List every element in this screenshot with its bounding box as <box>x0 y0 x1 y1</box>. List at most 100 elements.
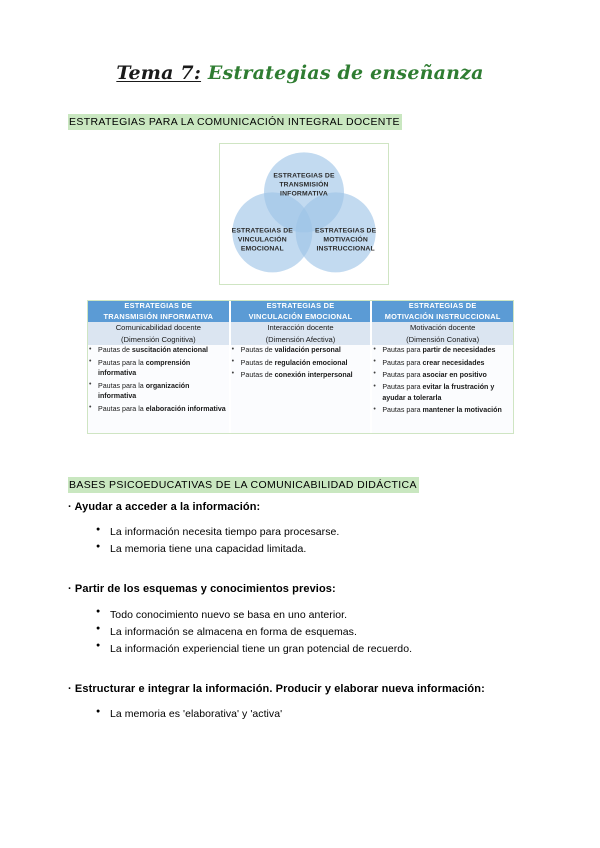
item-emphasis: comprensión informativa <box>98 358 191 378</box>
section-heading-2-wrap: BASES PSICOEDUCATIVAS DE LA COMUNICABILI… <box>68 475 419 494</box>
table-list-item: Pautas de suscitación atencional <box>89 345 229 356</box>
table-header-col-3-line1: ESTRATEGIAS DE <box>408 301 477 310</box>
table-subheader-col-1-line1: Comunicabilidad docente <box>115 323 201 333</box>
table-body-row: Pautas de suscitación atencionalPautas p… <box>88 345 513 434</box>
item-emphasis: evitar la frustración y ayudar a tolerar… <box>382 383 495 402</box>
item-emphasis: crear necesidades <box>422 358 485 367</box>
item-plain: Pautas de <box>240 358 275 367</box>
table-subheader-col-3: Motivación docente (Dimensión Conativa) <box>371 322 513 346</box>
venn-label-left-line1: ESTRATEGIAS DE <box>232 227 294 234</box>
table-body-col-3-list: Pautas para partir de necesidadesPautas … <box>372 345 513 416</box>
item-plain: Pautas de <box>98 346 132 355</box>
item-emphasis: regulación emocional <box>274 358 348 367</box>
item-emphasis: elaboración informativa <box>145 404 226 413</box>
table-body-col-1-list: Pautas de suscitación atencionalPautas p… <box>88 345 229 414</box>
table-list-item: Pautas para crear necesidades <box>373 357 513 369</box>
section-heading-2: BASES PSICOEDUCATIVAS DE LA COMUNICABILI… <box>68 477 419 494</box>
table-header-col-2-line1: ESTRATEGIAS DE <box>266 301 335 310</box>
item-plain: Pautas para <box>382 383 423 392</box>
table-list-item: Pautas de conexión interpersonal <box>232 369 371 381</box>
venn-label-top-line1: ESTRATEGIAS DE <box>273 172 335 179</box>
table-subheader-row: Comunicabilidad docente (Dimensión Cogni… <box>88 322 513 346</box>
venn-label-left-line3: EMOCIONAL <box>241 246 284 253</box>
table-body-col-3: Pautas para partir de necesidadesPautas … <box>371 345 513 434</box>
item-plain: Pautas para <box>382 346 423 355</box>
item-emphasis: asociar en positivo <box>422 370 487 379</box>
section-heading-1: ESTRATEGIAS PARA LA COMUNICACIÓN INTEGRA… <box>68 114 402 131</box>
item-emphasis: mantener la motivación <box>422 406 502 415</box>
table-body-col-2-list: Pautas de validación personalPautas de r… <box>231 345 371 380</box>
page-title: Tema 7: Estrategias de enseñanza <box>0 0 600 85</box>
item-emphasis: conexión interpersonal <box>274 370 353 379</box>
bases-points-1: La información necesita tiempo para proc… <box>68 524 538 558</box>
table-subheader-col-2-line1: Interacción docente <box>267 323 334 333</box>
table-list-item: Pautas para la comprensión informativa <box>89 357 229 380</box>
spacer-1 <box>68 558 538 582</box>
bases-lead-2: · Partir de los esquemas y conocimientos… <box>68 583 336 596</box>
page-title-rest: Estrategias de enseñanza <box>201 62 484 84</box>
item-emphasis: partir de necesidades <box>422 346 496 355</box>
venn-label-right-line1: ESTRATEGIAS DE <box>315 227 377 234</box>
venn-label-right-line2: MOTIVACIÓN <box>323 235 367 244</box>
item-emphasis: organización informativa <box>98 381 190 401</box>
table-header-col-1-line1: ESTRATEGIAS DE <box>124 301 193 310</box>
table-subheader-col-1-line2: (Dimensión Cognitiva) <box>120 334 196 344</box>
item-plain: Pautas para la <box>98 358 146 367</box>
item-plain: Pautas para <box>382 406 423 415</box>
bases-points-2: Todo conocimiento nuevo se basa en uno a… <box>68 606 538 658</box>
list-item: La memoria tiene una capacidad limitada. <box>96 541 538 558</box>
table-list-item: Pautas para evitar la frustración y ayud… <box>373 382 513 404</box>
table-header-col-1: ESTRATEGIAS DE TRANSMISIÓN INFORMATIVA <box>88 301 231 323</box>
venn-label-top-line3: INFORMATIVA <box>280 191 328 198</box>
item-plain: Pautas para la <box>98 381 146 390</box>
list-item: La información necesita tiempo para proc… <box>96 524 538 541</box>
strategies-table-grid: ESTRATEGIAS DE TRANSMISIÓN INFORMATIVA E… <box>88 301 513 434</box>
venn-diagram: ESTRATEGIAS DE TRANSMISIÓN INFORMATIVA E… <box>219 143 389 285</box>
bases-points-3: La memoria es 'elaborativa' y 'activa' <box>68 706 538 723</box>
list-item: La memoria es 'elaborativa' y 'activa' <box>96 706 538 723</box>
section-heading-1-wrap: ESTRATEGIAS PARA LA COMUNICACIÓN INTEGRA… <box>68 112 402 131</box>
table-header-col-2-line2: VINCULACIÓN EMOCIONAL <box>248 311 353 321</box>
venn-diagram-svg: ESTRATEGIAS DE TRANSMISIÓN INFORMATIVA E… <box>232 152 377 273</box>
table-list-item: Pautas para asociar en positivo <box>373 369 513 381</box>
list-item: La información experiencial tiene un gra… <box>96 640 538 658</box>
item-emphasis: suscitación atencional <box>131 346 209 355</box>
table-subheader-col-3-line1: Motivación docente <box>409 323 476 333</box>
item-plain: Pautas para la <box>98 404 146 413</box>
table-body-col-1: Pautas de suscitación atencionalPautas p… <box>88 345 231 434</box>
page-title-prefix: Tema 7: <box>116 62 202 84</box>
item-plain: Pautas para <box>382 358 423 367</box>
table-header-col-3: ESTRATEGIAS DE MOTIVACIÓN INSTRUCCIONAL <box>371 301 513 323</box>
spacer-2 <box>68 658 538 682</box>
table-list-item: Pautas para mantener la motivación <box>373 405 513 416</box>
bases-lead-1: · Ayudar a acceder a la información: <box>68 501 261 513</box>
list-item: Todo conocimiento nuevo se basa en uno a… <box>96 606 538 624</box>
table-header-col-1-line2: TRANSMISIÓN INFORMATIVA <box>103 311 214 321</box>
venn-label-left-line2: VINCULACIÓN <box>238 235 287 244</box>
table-subheader-col-3-line2: (Dimensión Conativa) <box>406 334 480 344</box>
table-list-item: Pautas de validación personal <box>232 345 371 356</box>
venn-label-top-line2: TRANSMISIÓN <box>279 180 328 189</box>
item-plain: Pautas de <box>240 370 275 379</box>
bases-section: · Ayudar a acceder a la información: La … <box>68 500 538 723</box>
bases-lead-3: · Estructurar e integrar la información.… <box>68 682 485 695</box>
table-header-row: ESTRATEGIAS DE TRANSMISIÓN INFORMATIVA E… <box>88 301 513 323</box>
venn-label-right-line3: INSTRUCCIONAL <box>317 246 375 253</box>
table-subheader-col-1: Comunicabilidad docente (Dimensión Cogni… <box>88 322 231 346</box>
table-list-item: Pautas para la elaboración informativa <box>89 403 229 415</box>
table-list-item: Pautas de regulación emocional <box>232 357 371 369</box>
item-emphasis: validación personal <box>274 346 341 355</box>
table-header-col-2: ESTRATEGIAS DE VINCULACIÓN EMOCIONAL <box>229 301 373 323</box>
venn-circle-right <box>295 192 376 273</box>
venn-circle-left <box>232 192 313 273</box>
table-subheader-col-2: Interacción docente (Dimensión Afectiva) <box>229 322 373 346</box>
item-plain: Pautas de <box>240 346 275 355</box>
table-list-item: Pautas para la organización informativa <box>89 380 229 403</box>
list-item: La información se almacena en forma de e… <box>96 623 538 641</box>
table-subheader-col-2-line2: (Dimensión Afectiva) <box>265 334 336 344</box>
strategies-table: ESTRATEGIAS DE TRANSMISIÓN INFORMATIVA E… <box>87 300 514 435</box>
table-body-col-2: Pautas de validación personalPautas de r… <box>229 345 373 434</box>
table-header-col-3-line2: MOTIVACIÓN INSTRUCCIONAL <box>384 311 501 321</box>
table-list-item: Pautas para partir de necesidades <box>373 345 513 356</box>
